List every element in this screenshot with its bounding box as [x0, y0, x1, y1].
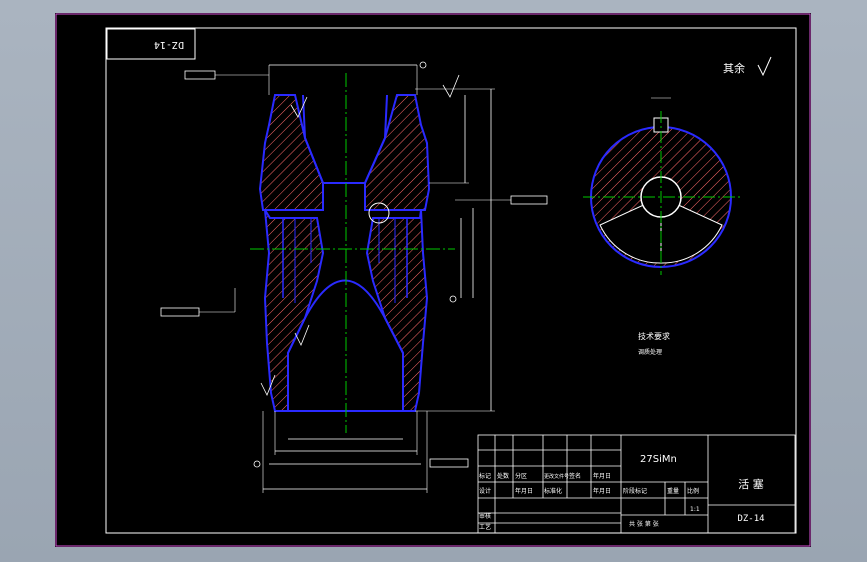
tb-label: 年月日 — [515, 487, 533, 495]
outer-border — [55, 13, 811, 547]
drawing-number: DZ-14 — [737, 514, 764, 524]
tb-scale: 1:1 — [690, 506, 700, 513]
drawing-number-box — [106, 28, 196, 60]
side-section-view — [583, 97, 740, 275]
tolerance-frame-bottom — [429, 458, 469, 468]
datum-circle — [419, 61, 427, 69]
front-section-view — [160, 61, 548, 493]
hole-circle — [368, 202, 390, 224]
tolerance-frame-top — [184, 70, 216, 80]
tb-label: 标记 — [479, 472, 491, 480]
roughness-symbol — [294, 324, 310, 346]
title-block — [477, 434, 796, 534]
tb-label: 更改文件号 — [544, 473, 569, 480]
tolerance-frame-left — [160, 307, 200, 317]
drawing-canvas: DZ-14 — [55, 13, 811, 547]
tb-label: 处数 — [497, 472, 509, 480]
drawing-number-mirrored: DZ-14 — [154, 39, 184, 50]
tb-label: 签名 — [569, 472, 581, 480]
roughness-symbol — [260, 374, 276, 396]
tb-label: 工艺 — [479, 523, 491, 531]
tb-label: 审核 — [479, 512, 491, 520]
left-wall-hatch — [258, 94, 325, 412]
datum-circle — [449, 295, 457, 303]
tolerance-frame-right — [510, 195, 548, 205]
lower-bore — [287, 279, 404, 412]
drawing-sheet: DZ-14 — [55, 13, 811, 547]
tb-label: 阶段标记 — [623, 487, 647, 495]
tb-label: 重量 — [667, 487, 679, 495]
tech-req-title: 技术要求 — [638, 331, 670, 341]
tb-label: 比例 — [687, 487, 699, 495]
inner-frame — [105, 27, 797, 534]
tb-label: 标准化 — [544, 487, 562, 495]
right-wall-hatch — [364, 94, 431, 412]
roughness-symbol — [442, 74, 460, 98]
inner-bore — [302, 94, 388, 184]
datum-circle — [253, 460, 261, 468]
tb-label: 设计 — [479, 487, 491, 495]
tb-label: 年月日 — [593, 472, 611, 480]
tb-label: 分区 — [515, 472, 527, 480]
part-name: 活 塞 — [738, 477, 764, 491]
title-block-labels: 标记 处数 分区 更改文件号 签名 年月日 设计 年月日 标准化 年月日 审核 … — [479, 472, 700, 531]
tb-label: 年月日 — [593, 487, 611, 495]
roughness-symbol — [290, 96, 308, 118]
roughness-note: 其余 — [723, 61, 745, 75]
tb-sheets: 共 张 第 张 — [629, 520, 659, 528]
roughness-note-symbol — [757, 56, 772, 77]
tech-req-note: 调质处理 — [638, 348, 662, 356]
inner-cutout — [599, 196, 723, 264]
material: 27SiMn — [640, 454, 677, 465]
